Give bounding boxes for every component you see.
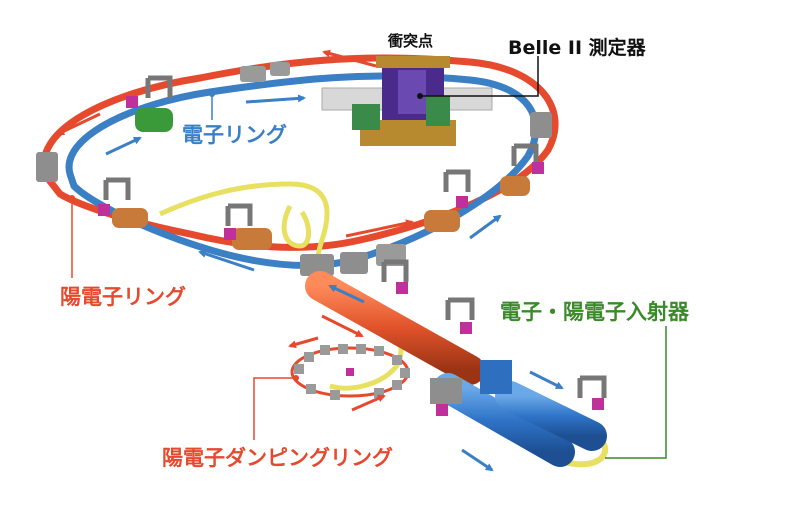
damping-ring-label: 陽電子ダンピングリング bbox=[162, 446, 393, 470]
magenta-block bbox=[436, 404, 448, 416]
magenta-block bbox=[346, 368, 354, 376]
electron-arrow bbox=[469, 214, 502, 240]
linac-blue-lower bbox=[495, 381, 607, 451]
injector-label: 電子・陽電子入射器 bbox=[500, 300, 689, 324]
detector-leader-line bbox=[420, 56, 539, 97]
detector-frame bbox=[376, 56, 450, 68]
support-stand bbox=[103, 177, 131, 200]
detector-label: Belle II 測定器 bbox=[508, 37, 646, 59]
magenta-block bbox=[396, 282, 408, 294]
positron-ring bbox=[40, 54, 559, 251]
green-magnet bbox=[135, 108, 173, 132]
injector-linac bbox=[305, 271, 607, 467]
orange-magnet bbox=[232, 228, 272, 250]
electron-ring-leader-dot bbox=[209, 91, 215, 97]
detector-green-part bbox=[426, 96, 450, 126]
support-stand bbox=[577, 375, 607, 398]
orange-magnet bbox=[424, 210, 460, 232]
gray-magnet bbox=[240, 66, 266, 82]
injector-leader-line bbox=[605, 326, 667, 459]
gray-magnet bbox=[36, 152, 58, 182]
electron-arrow bbox=[328, 284, 365, 304]
magenta-block bbox=[456, 196, 468, 208]
linac-red-section bbox=[305, 271, 485, 385]
detector-leader-dot bbox=[417, 93, 423, 99]
electron-arrow bbox=[105, 136, 142, 156]
positron-arrow bbox=[288, 336, 319, 349]
gray-magnet bbox=[270, 62, 290, 76]
gray-magnet bbox=[530, 112, 552, 138]
linac-blue-upper bbox=[433, 373, 575, 467]
positron-ring-label: 陽電子リング bbox=[60, 285, 186, 309]
support-stand bbox=[445, 297, 475, 320]
positron-arrow bbox=[345, 219, 414, 238]
magenta-block bbox=[592, 398, 604, 410]
positron-ring-leader-dot bbox=[69, 195, 75, 201]
magenta-block bbox=[532, 162, 544, 174]
electron-arrow bbox=[245, 94, 306, 104]
detector-green-part bbox=[352, 104, 380, 130]
support-stand bbox=[511, 143, 539, 166]
ring-magnets bbox=[36, 62, 552, 294]
support-stand bbox=[145, 75, 173, 98]
yellow-inner-loop bbox=[281, 204, 311, 249]
linac-gray-block bbox=[430, 378, 462, 404]
damping-leader-dot bbox=[293, 375, 299, 381]
gray-magnet bbox=[340, 252, 368, 274]
beam-direction-arrows bbox=[56, 49, 564, 472]
detector-core bbox=[398, 70, 426, 114]
electron-arrow bbox=[529, 370, 564, 390]
positron-arrow bbox=[56, 112, 101, 136]
leader-lines bbox=[69, 56, 667, 459]
damping-magnets bbox=[294, 344, 410, 400]
support-stand bbox=[225, 203, 253, 226]
electron-ring-label: 電子リング bbox=[182, 123, 287, 147]
linac-junction-block bbox=[480, 360, 512, 394]
positron-arrow bbox=[322, 49, 377, 68]
magenta-block bbox=[126, 96, 138, 108]
support-stand bbox=[443, 169, 471, 192]
magenta-block bbox=[98, 204, 110, 216]
positron-arrow bbox=[321, 314, 364, 338]
magenta-block bbox=[224, 228, 236, 240]
orange-magnet bbox=[112, 208, 148, 228]
gray-magnet bbox=[300, 254, 334, 276]
orange-magnet bbox=[500, 176, 530, 196]
damping-ring-group bbox=[290, 344, 410, 400]
magenta-block bbox=[460, 322, 472, 334]
support-stand bbox=[381, 259, 409, 282]
belle-detector bbox=[321, 56, 493, 146]
electron-arrow bbox=[198, 250, 255, 272]
electron-arrow bbox=[461, 448, 494, 472]
collision-point-label: 衝突点 bbox=[388, 32, 434, 50]
damping-leader-line bbox=[253, 377, 296, 440]
positron-arrow bbox=[351, 394, 386, 412]
yellow-transport-line bbox=[158, 181, 404, 391]
